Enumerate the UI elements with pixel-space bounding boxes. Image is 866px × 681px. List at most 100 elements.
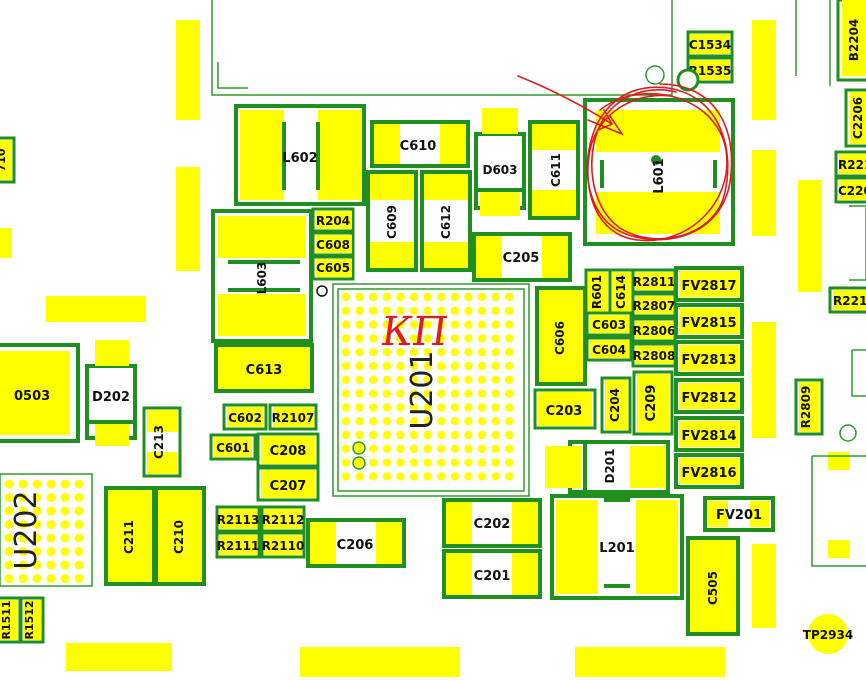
label-R1511: R1511 xyxy=(0,600,13,639)
unlabeled-pads xyxy=(0,20,850,677)
component-R2811: R2811 xyxy=(631,268,677,294)
label-L602: L602 xyxy=(282,151,317,166)
label-R221: R221 xyxy=(838,158,866,172)
component-C610: C610 xyxy=(370,120,470,168)
label-C208: C208 xyxy=(270,444,307,459)
component-R1511: R1511 xyxy=(0,596,22,644)
label-R710: 710 xyxy=(0,148,8,171)
component-D0503: 0503 xyxy=(0,343,80,443)
component-FV2812: FV2812 xyxy=(674,378,744,414)
component-U201: U201 xyxy=(332,283,530,497)
annotation-text: КП xyxy=(378,309,450,355)
label-C204: C204 xyxy=(608,388,622,422)
component-C2206: C2206 xyxy=(844,88,866,148)
component-L602: L602 xyxy=(234,104,366,206)
label-D0503: 0503 xyxy=(14,389,50,404)
label-C610: C610 xyxy=(400,139,437,154)
component-C208: C208 xyxy=(256,432,320,468)
label-FV2816: FV2816 xyxy=(681,466,736,481)
label-R2806: R2806 xyxy=(633,324,676,338)
label-C613: C613 xyxy=(246,363,283,378)
component-D201: D201 xyxy=(545,440,670,494)
component-C609: C609 xyxy=(366,170,418,272)
component-R1512: R1512 xyxy=(19,596,45,644)
label-R2212: R2212 xyxy=(833,294,866,308)
label-C609: C609 xyxy=(385,205,399,239)
label-C601: C601 xyxy=(216,441,250,455)
pin1-marker xyxy=(316,285,328,297)
component-R2112: R2112 xyxy=(260,505,306,533)
label-R204: R204 xyxy=(316,214,350,228)
label-R2111: R2111 xyxy=(217,539,260,553)
label-U202: U202 xyxy=(9,490,44,569)
via-ring xyxy=(676,68,700,92)
component-C206: C206 xyxy=(306,518,406,568)
label-C604: C604 xyxy=(592,343,626,357)
component-C605: C605 xyxy=(311,255,355,281)
label-L601: L601 xyxy=(652,158,667,193)
component-C612: C612 xyxy=(420,170,472,272)
label-C608: C608 xyxy=(316,238,350,252)
component-R2113: R2113 xyxy=(215,505,261,533)
label-U201: U201 xyxy=(405,350,440,429)
label-C207: C207 xyxy=(270,479,307,494)
component-D603: D603 xyxy=(474,108,526,216)
bga-ball-grid-U202 xyxy=(4,479,84,583)
right-connector-outline xyxy=(795,0,866,567)
component-B2204: B2204 xyxy=(836,0,866,82)
component-C601: C601 xyxy=(209,433,257,461)
component-R2809: R2809 xyxy=(794,378,824,436)
component-R2212: R2212 xyxy=(828,286,866,314)
label-D202: D202 xyxy=(92,390,130,405)
label-TP2934: TP2934 xyxy=(803,628,853,642)
label-C210: C210 xyxy=(172,520,186,554)
component-C1534: C1534 xyxy=(686,30,734,58)
component-FV2817: FV2817 xyxy=(674,266,744,302)
label-FV2812: FV2812 xyxy=(681,391,736,406)
label-C203: C203 xyxy=(546,404,583,419)
label-R2107: R2107 xyxy=(272,411,315,425)
component-FV201: FV201 xyxy=(703,496,775,532)
component-L603: L603 xyxy=(211,209,313,343)
component-TP2934: TP2934 xyxy=(803,614,853,654)
component-C204: C204 xyxy=(600,376,632,434)
label-R2808: R2808 xyxy=(633,349,676,363)
label-C201: C201 xyxy=(474,569,511,584)
label-R2809: R2809 xyxy=(799,386,813,429)
label-FV201: FV201 xyxy=(716,508,762,523)
label-C202: C202 xyxy=(474,517,511,532)
component-R601: R601 xyxy=(584,268,612,316)
label-R2807: R2807 xyxy=(633,299,676,313)
component-FV2815: FV2815 xyxy=(674,303,744,339)
label-R2811: R2811 xyxy=(633,275,676,289)
label-R1535: R1535 xyxy=(689,64,732,78)
label-L201: L201 xyxy=(599,541,634,556)
label-C211: C211 xyxy=(122,520,136,554)
component-R2110: R2110 xyxy=(260,531,306,559)
label-C603: C603 xyxy=(592,318,626,332)
label-C602: C602 xyxy=(228,411,262,425)
label-C614: C614 xyxy=(614,275,628,309)
label-FV2814: FV2814 xyxy=(681,429,736,444)
component-R2111: R2111 xyxy=(215,531,261,559)
component-C201: C201 xyxy=(442,549,542,599)
component-C604: C604 xyxy=(585,336,633,362)
annotation-circle-L601-inner xyxy=(587,92,728,242)
component-R204: R204 xyxy=(311,207,355,233)
component-C210: C210 xyxy=(154,486,206,586)
label-D201: D201 xyxy=(603,448,617,483)
label-C611: C611 xyxy=(549,153,563,187)
label-C612: C612 xyxy=(439,205,453,239)
component-R710: 710 xyxy=(0,136,16,184)
component-C602: C602 xyxy=(222,403,268,431)
component-FV2816: FV2816 xyxy=(674,453,744,489)
component-C614: C614 xyxy=(608,268,636,316)
component-R2806: R2806 xyxy=(631,317,677,343)
component-FV2813: FV2813 xyxy=(674,340,744,376)
component-C608: C608 xyxy=(311,231,355,257)
component-C220: C220 xyxy=(834,176,866,204)
annotation-layer: КП xyxy=(378,75,733,355)
component-R2107: R2107 xyxy=(268,403,318,431)
label-C606: C606 xyxy=(553,321,567,355)
